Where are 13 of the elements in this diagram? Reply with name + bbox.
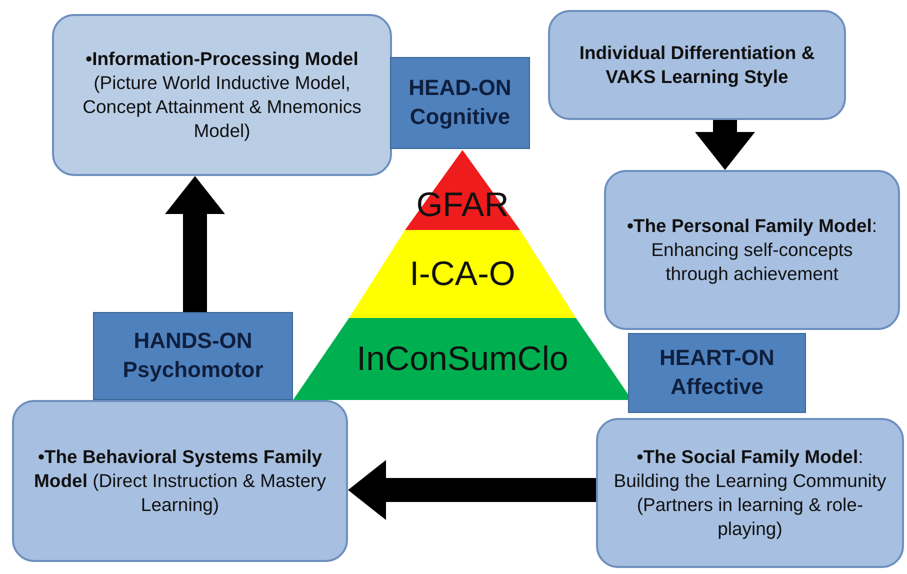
- block-arrow: [695, 120, 755, 170]
- block-arrow: [348, 460, 596, 520]
- domain-box: HEAD-ON Cognitive: [390, 57, 530, 149]
- pyramid-tier: I-CA-O: [349, 230, 576, 318]
- info-box: •The Social Family Model: Building the Learning Community (Partners in learning & role-playing): [596, 418, 904, 568]
- info-box: •Information-Processing Model (Picture World Inductive Model, Concept Attainment & Mnemonics Model): [52, 14, 392, 176]
- info-box: •The Behavioral Systems Family Model (Direct Instruction & Mastery Learning): [12, 400, 348, 562]
- domain-box: HEART-ON Affective: [628, 333, 806, 413]
- block-arrow: [165, 176, 225, 312]
- domain-box: HANDS-ON Psychomotor: [93, 312, 293, 400]
- info-box: Individual Differentiation & VAKS Learning Style: [548, 10, 846, 120]
- info-box: •The Personal Family Model: Enhancing self-concepts through achievement: [604, 170, 900, 330]
- pyramid-tier: GFAR: [405, 150, 520, 230]
